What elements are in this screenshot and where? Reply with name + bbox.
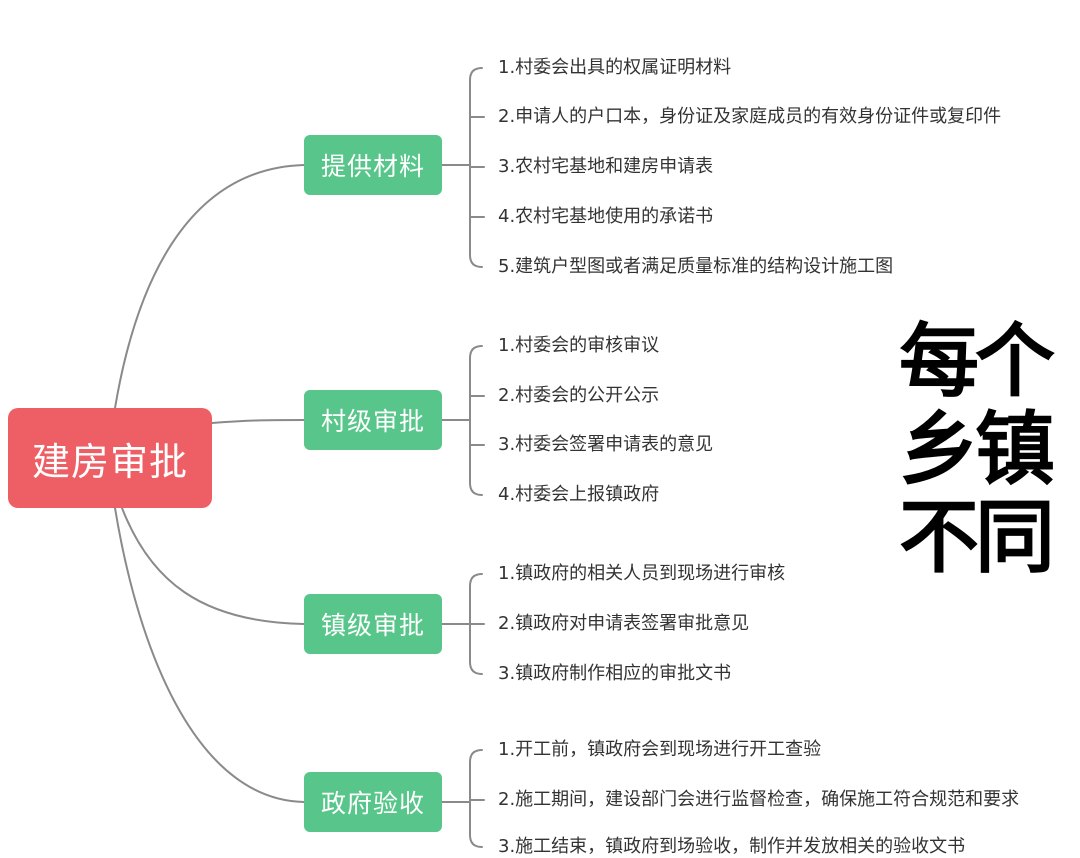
- overlay-caption: 每个 乡镇 不同: [880, 318, 1070, 582]
- root-node: 建房审批: [8, 408, 212, 508]
- leaf-bracket: [469, 749, 483, 848]
- leaf-item: 1.村委会出具的权属证明材料: [498, 57, 732, 78]
- leaf-item: 3.农村宅基地和建房申请表: [498, 156, 714, 177]
- overlay-caption-line: 每个: [899, 315, 1055, 408]
- root-branch-connector: [121, 507, 305, 625]
- leaf-item: 1.镇政府的相关人员到现场进行审核: [498, 563, 786, 584]
- leaf-item: 2.申请人的户口本，身份证及家庭成员的有效身份证件或复印件: [498, 106, 1002, 127]
- leaf-item: 3.村委会签署申请表的意见: [498, 434, 714, 455]
- branch-node-town-approval: 镇级审批: [304, 594, 442, 654]
- leaf-item: 5.建筑户型图或者满足质量标准的结构设计施工图: [498, 256, 894, 277]
- leaf-item: 2.镇政府对申请表签署审批意见: [498, 613, 750, 634]
- root-branch-connector: [211, 419, 305, 424]
- root-branch-connector: [114, 507, 305, 803]
- leaf-item: 2.施工期间，建设部门会进行监督检查，确保施工符合规范和要求: [498, 789, 1020, 810]
- root-branch-connector: [114, 164, 305, 409]
- branch-node-materials: 提供材料: [304, 135, 442, 195]
- leaf-item: 2.村委会的公开公示: [498, 385, 660, 406]
- leaf-item: 4.村委会上报镇政府: [498, 484, 660, 505]
- leaf-item: 1.开工前，镇政府会到现场进行开工查验: [498, 739, 822, 760]
- leaf-item: 3.镇政府制作相应的审批文书: [498, 663, 732, 684]
- leaf-item: 3.施工结束，镇政府到场验收，制作并发放相关的验收文书: [498, 836, 966, 857]
- leaf-bracket: [469, 345, 483, 496]
- branch-node-government-acceptance: 政府验收: [304, 772, 442, 832]
- leaf-item: 1.村委会的审核审议: [498, 335, 660, 356]
- overlay-caption-line: 乡镇: [899, 403, 1055, 496]
- leaf-item: 4.农村宅基地使用的承诺书: [498, 206, 714, 227]
- branch-node-village-approval: 村级审批: [304, 390, 442, 450]
- overlay-caption-line: 不同: [899, 491, 1055, 584]
